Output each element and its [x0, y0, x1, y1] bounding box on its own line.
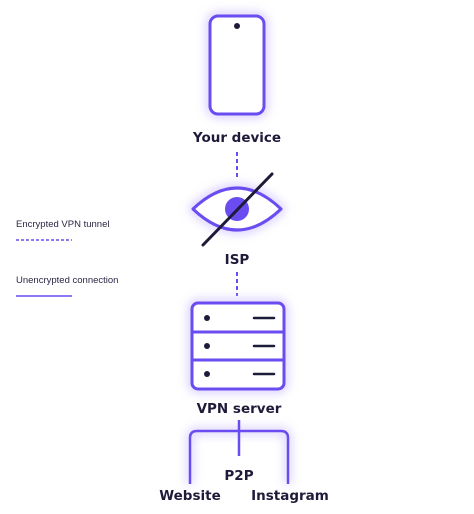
legend-encrypted-label: Encrypted VPN tunnel	[16, 219, 109, 230]
eye-crossed-icon	[188, 172, 286, 247]
vpn-server-label: VPN server	[197, 401, 282, 417]
instagram-label: Instagram	[251, 488, 329, 504]
phone-icon	[207, 13, 267, 117]
website-label: Website	[159, 488, 221, 504]
server-icon	[189, 300, 287, 392]
legend-unencrypted-label: Unencrypted connection	[16, 275, 118, 286]
device-label: Your device	[192, 130, 281, 146]
legend: Encrypted VPN tunnel Unencrypted connect…	[16, 219, 118, 297]
unencrypted-links	[187, 420, 291, 484]
isp-label: ISP	[225, 252, 250, 268]
p2p-label: P2P	[224, 468, 253, 484]
